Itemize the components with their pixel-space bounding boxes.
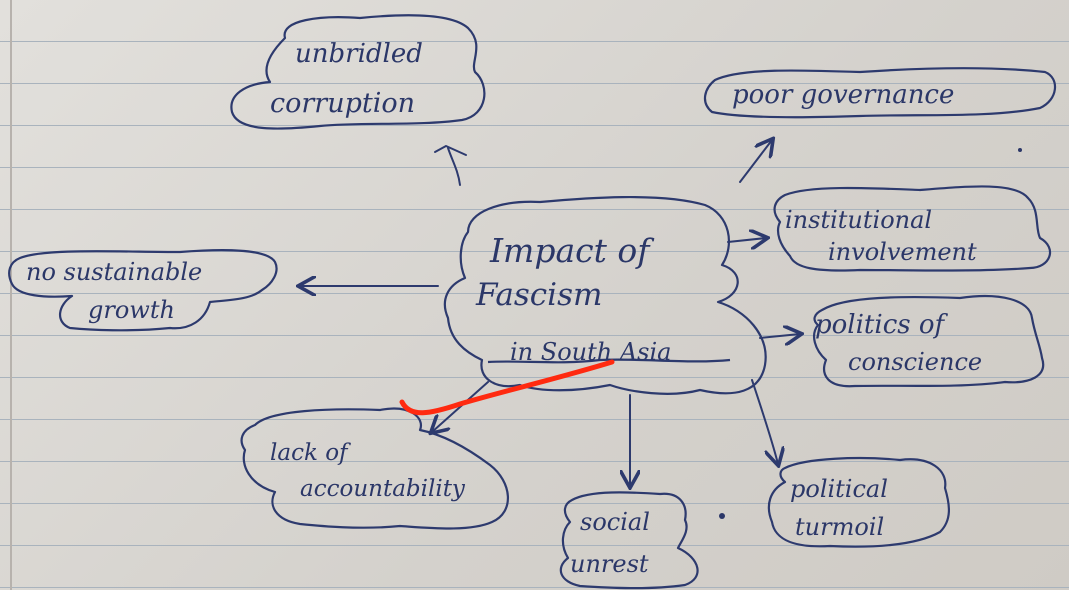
node-politics-text: politics of — [815, 310, 949, 340]
arrow-to-institutional — [727, 238, 766, 242]
arrow-to-accountability — [432, 381, 489, 432]
cloud-unbridled-corruption — [230, 14, 486, 130]
node-accountability-text: accountability — [300, 476, 466, 502]
arrow-to-corruption — [434, 145, 467, 186]
arrow-to-governance — [739, 140, 772, 183]
arrow-to-turmoil — [751, 379, 778, 464]
cloud-social-unrest — [559, 491, 699, 590]
center-line-1: Impact of — [489, 231, 655, 270]
cloud-politics-conscience — [813, 294, 1045, 388]
node-lack-of-text: lack of — [270, 440, 351, 466]
node-political-text: political — [790, 475, 888, 503]
node-turmoil-text: turmoil — [795, 513, 884, 541]
node-social-text: social — [580, 508, 650, 536]
ink-dot — [719, 513, 725, 519]
node-growth-text: growth — [88, 296, 175, 324]
center-cloud — [443, 195, 767, 395]
node-institutional-text: institutional — [785, 206, 932, 234]
node-involvement-text: involvement — [828, 238, 977, 266]
arrow-to-politics — [759, 334, 800, 338]
cloud-political-turmoil — [767, 457, 950, 548]
center-inner-line — [487, 358, 731, 364]
cloud-institutional — [773, 185, 1052, 272]
node-no-sustainable-text: no sustainable — [26, 258, 202, 286]
node-corruption-text: corruption — [270, 88, 415, 119]
center-line-3: in South Asia — [510, 338, 671, 366]
red-pen-mark — [399, 359, 615, 416]
cloud-no-sustainable-growth — [8, 249, 278, 332]
node-conscience-text: conscience — [848, 348, 982, 376]
node-poor-governance-text: poor governance — [732, 80, 954, 110]
ink-dot — [1018, 148, 1022, 152]
node-unbridled-text: unbridled — [295, 39, 423, 69]
margin-line — [10, 0, 12, 590]
cloud-lack-accountability — [240, 407, 509, 530]
cloud-poor-governance — [703, 67, 1056, 119]
center-line-2: Fascism — [475, 277, 602, 313]
node-unrest-text: unrest — [570, 550, 649, 578]
